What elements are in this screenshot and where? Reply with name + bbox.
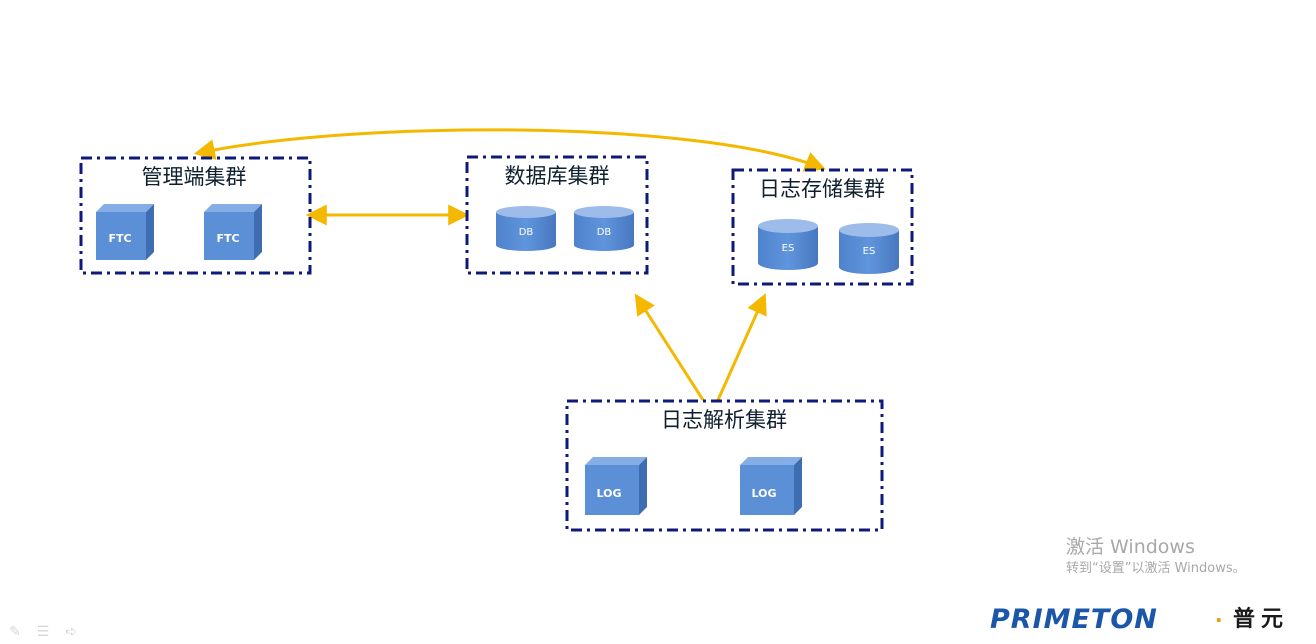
slideshow-toolbar: ✎ ☰ ➪ <box>6 624 80 640</box>
management-cluster: 管理端集群 FTC FTC <box>79 156 312 275</box>
es-node-label: ES <box>863 246 876 257</box>
connector-log-parse-database <box>634 293 705 401</box>
db-node-label: DB <box>597 227 612 238</box>
ftc-node-cube: FTC <box>204 204 262 260</box>
activation-title: 激活 Windows <box>1066 536 1195 558</box>
log-storage-cluster: 日志存储集群 ES ES <box>731 168 914 286</box>
log-storage-cluster-border <box>731 168 914 286</box>
log-node-cube: LOG <box>585 457 647 515</box>
es-node-cylinder: ES <box>839 223 899 274</box>
windows-activation-watermark: 激活 Windows 转到“设置”以激活 Windows。 <box>1066 535 1246 579</box>
management-cluster-title: 管理端集群 <box>142 165 247 189</box>
es-node-label: ES <box>782 243 795 254</box>
log-storage-cluster-title: 日志存储集群 <box>759 177 885 201</box>
log-parse-cluster-border <box>565 399 884 532</box>
primeton-logo: PRIMETON · 普元 <box>990 603 1302 637</box>
log-node-label: LOG <box>752 487 777 500</box>
ftc-node-cube: FTC <box>96 204 154 260</box>
log-node-cube: LOG <box>740 457 802 515</box>
database-cluster-border <box>465 155 649 275</box>
logo-chinese: 普元 <box>1233 607 1290 632</box>
database-cluster: 数据库集群 DB DB <box>465 155 649 275</box>
logo-wordmark: PRIMETON <box>990 604 1158 635</box>
pointer-icon[interactable]: ➪ <box>65 624 77 640</box>
es-node-cylinder: ES <box>758 219 818 270</box>
db-node-label: DB <box>519 227 534 238</box>
management-cluster-border <box>79 156 312 275</box>
ftc-node-label: FTC <box>216 232 239 245</box>
activation-subtitle: 转到“设置”以激活 Windows。 <box>1066 561 1246 576</box>
ftc-node-label: FTC <box>108 232 131 245</box>
connector-management-log-storage <box>193 128 826 172</box>
db-node-cylinder: DB <box>574 206 634 251</box>
connectors <box>193 128 826 401</box>
log-parse-cluster: 日志解析集群 LOG LOG <box>565 399 884 532</box>
menu-icon[interactable]: ☰ <box>36 624 50 640</box>
logo-separator: · <box>1215 608 1223 632</box>
connector-log-parse-log-storage <box>716 293 767 401</box>
db-node-cylinder: DB <box>496 206 556 251</box>
log-node-label: LOG <box>597 487 622 500</box>
pen-icon[interactable]: ✎ <box>9 624 21 640</box>
database-cluster-title: 数据库集群 <box>505 164 610 188</box>
log-parse-cluster-title: 日志解析集群 <box>661 408 787 432</box>
